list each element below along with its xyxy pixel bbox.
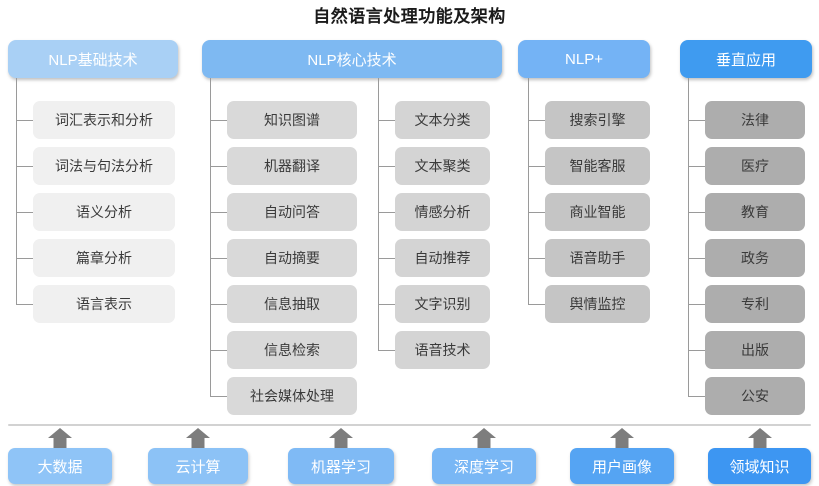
node-nlp-basic-4[interactable]: 语言表示 <box>33 285 175 323</box>
branch-vertical-apps-4 <box>688 304 705 305</box>
node-nlp-core-2-2[interactable]: 情感分析 <box>395 193 490 231</box>
foundation-arrow-2 <box>328 427 354 449</box>
foundation-2[interactable]: 机器学习 <box>288 448 394 484</box>
foundation-0[interactable]: 大数据 <box>8 448 112 484</box>
branch-nlp-basic-4 <box>16 304 33 305</box>
node-vertical-apps-4[interactable]: 专利 <box>705 285 805 323</box>
foundation-arrow-4 <box>609 427 635 449</box>
node-nlp-plus-0[interactable]: 搜索引擎 <box>545 101 650 139</box>
header-nlp-core[interactable]: NLP核心技术 <box>202 40 502 78</box>
branch-vertical-apps-2 <box>688 212 705 213</box>
foundation-5[interactable]: 领域知识 <box>708 448 811 484</box>
node-vertical-apps-0[interactable]: 法律 <box>705 101 805 139</box>
trunk-vertical-apps <box>688 78 689 396</box>
branch-vertical-apps-6 <box>688 396 705 397</box>
node-nlp-core-1[interactable]: 机器翻译 <box>227 147 357 185</box>
node-nlp-core-4[interactable]: 信息抽取 <box>227 285 357 323</box>
foundation-1[interactable]: 云计算 <box>148 448 248 484</box>
node-nlp-core-0[interactable]: 知识图谱 <box>227 101 357 139</box>
foundation-arrow-0 <box>47 427 73 449</box>
branch-vertical-apps-1 <box>688 166 705 167</box>
node-nlp-core-2-5[interactable]: 语音技术 <box>395 331 490 369</box>
foundation-4[interactable]: 用户画像 <box>570 448 674 484</box>
branch-nlp-core-2-3 <box>378 258 395 259</box>
branch-vertical-apps-0 <box>688 120 705 121</box>
branch-nlp-basic-0 <box>16 120 33 121</box>
branch-nlp-core-2-4 <box>378 304 395 305</box>
branch-nlp-core-2-1 <box>378 166 395 167</box>
node-nlp-plus-4[interactable]: 舆情监控 <box>545 285 650 323</box>
foundation-3[interactable]: 深度学习 <box>432 448 536 484</box>
branch-nlp-core-2-0 <box>378 120 395 121</box>
header-nlp-basic[interactable]: NLP基础技术 <box>8 40 178 78</box>
branch-nlp-core-6 <box>210 396 227 397</box>
branch-nlp-core-5 <box>210 350 227 351</box>
node-nlp-core-5[interactable]: 信息检索 <box>227 331 357 369</box>
branch-nlp-core-4 <box>210 304 227 305</box>
node-nlp-basic-0[interactable]: 词汇表示和分析 <box>33 101 175 139</box>
branch-nlp-plus-4 <box>528 304 545 305</box>
page-title: 自然语言处理功能及架构 <box>313 7 506 26</box>
node-vertical-apps-6[interactable]: 公安 <box>705 377 805 415</box>
node-nlp-core-2-0[interactable]: 文本分类 <box>395 101 490 139</box>
node-nlp-basic-1[interactable]: 词法与句法分析 <box>33 147 175 185</box>
foundation-divider <box>8 424 811 426</box>
header-nlp-plus[interactable]: NLP+ <box>518 40 650 78</box>
branch-nlp-plus-2 <box>528 212 545 213</box>
branch-nlp-basic-2 <box>16 212 33 213</box>
header-vertical-apps[interactable]: 垂直应用 <box>680 40 812 78</box>
branch-nlp-plus-0 <box>528 120 545 121</box>
foundation-arrow-1 <box>185 427 211 449</box>
node-vertical-apps-2[interactable]: 教育 <box>705 193 805 231</box>
branch-vertical-apps-5 <box>688 350 705 351</box>
node-nlp-core-6[interactable]: 社会媒体处理 <box>227 377 357 415</box>
branch-nlp-core-3 <box>210 258 227 259</box>
node-nlp-core-3[interactable]: 自动摘要 <box>227 239 357 277</box>
trunk-nlp-core <box>210 78 211 396</box>
branch-nlp-core-1 <box>210 166 227 167</box>
node-nlp-core-2[interactable]: 自动问答 <box>227 193 357 231</box>
trunk-nlp-plus <box>528 78 529 304</box>
branch-nlp-basic-1 <box>16 166 33 167</box>
node-nlp-basic-3[interactable]: 篇章分析 <box>33 239 175 277</box>
node-nlp-core-2-1[interactable]: 文本聚类 <box>395 147 490 185</box>
branch-vertical-apps-3 <box>688 258 705 259</box>
node-nlp-plus-2[interactable]: 商业智能 <box>545 193 650 231</box>
node-vertical-apps-5[interactable]: 出版 <box>705 331 805 369</box>
node-nlp-core-2-4[interactable]: 文字识别 <box>395 285 490 323</box>
branch-nlp-basic-3 <box>16 258 33 259</box>
branch-nlp-plus-3 <box>528 258 545 259</box>
branch-nlp-core-2-5 <box>378 350 395 351</box>
foundation-arrow-5 <box>747 427 773 449</box>
node-nlp-plus-3[interactable]: 语音助手 <box>545 239 650 277</box>
branch-nlp-plus-1 <box>528 166 545 167</box>
node-nlp-plus-1[interactable]: 智能客服 <box>545 147 650 185</box>
branch-nlp-core-2-2 <box>378 212 395 213</box>
branch-nlp-core-2 <box>210 212 227 213</box>
trunk-nlp-core-2 <box>378 78 379 350</box>
node-vertical-apps-1[interactable]: 医疗 <box>705 147 805 185</box>
trunk-nlp-basic <box>16 78 17 304</box>
node-nlp-core-2-3[interactable]: 自动推荐 <box>395 239 490 277</box>
foundation-arrow-3 <box>471 427 497 449</box>
node-nlp-basic-2[interactable]: 语义分析 <box>33 193 175 231</box>
branch-nlp-core-0 <box>210 120 227 121</box>
node-vertical-apps-3[interactable]: 政务 <box>705 239 805 277</box>
